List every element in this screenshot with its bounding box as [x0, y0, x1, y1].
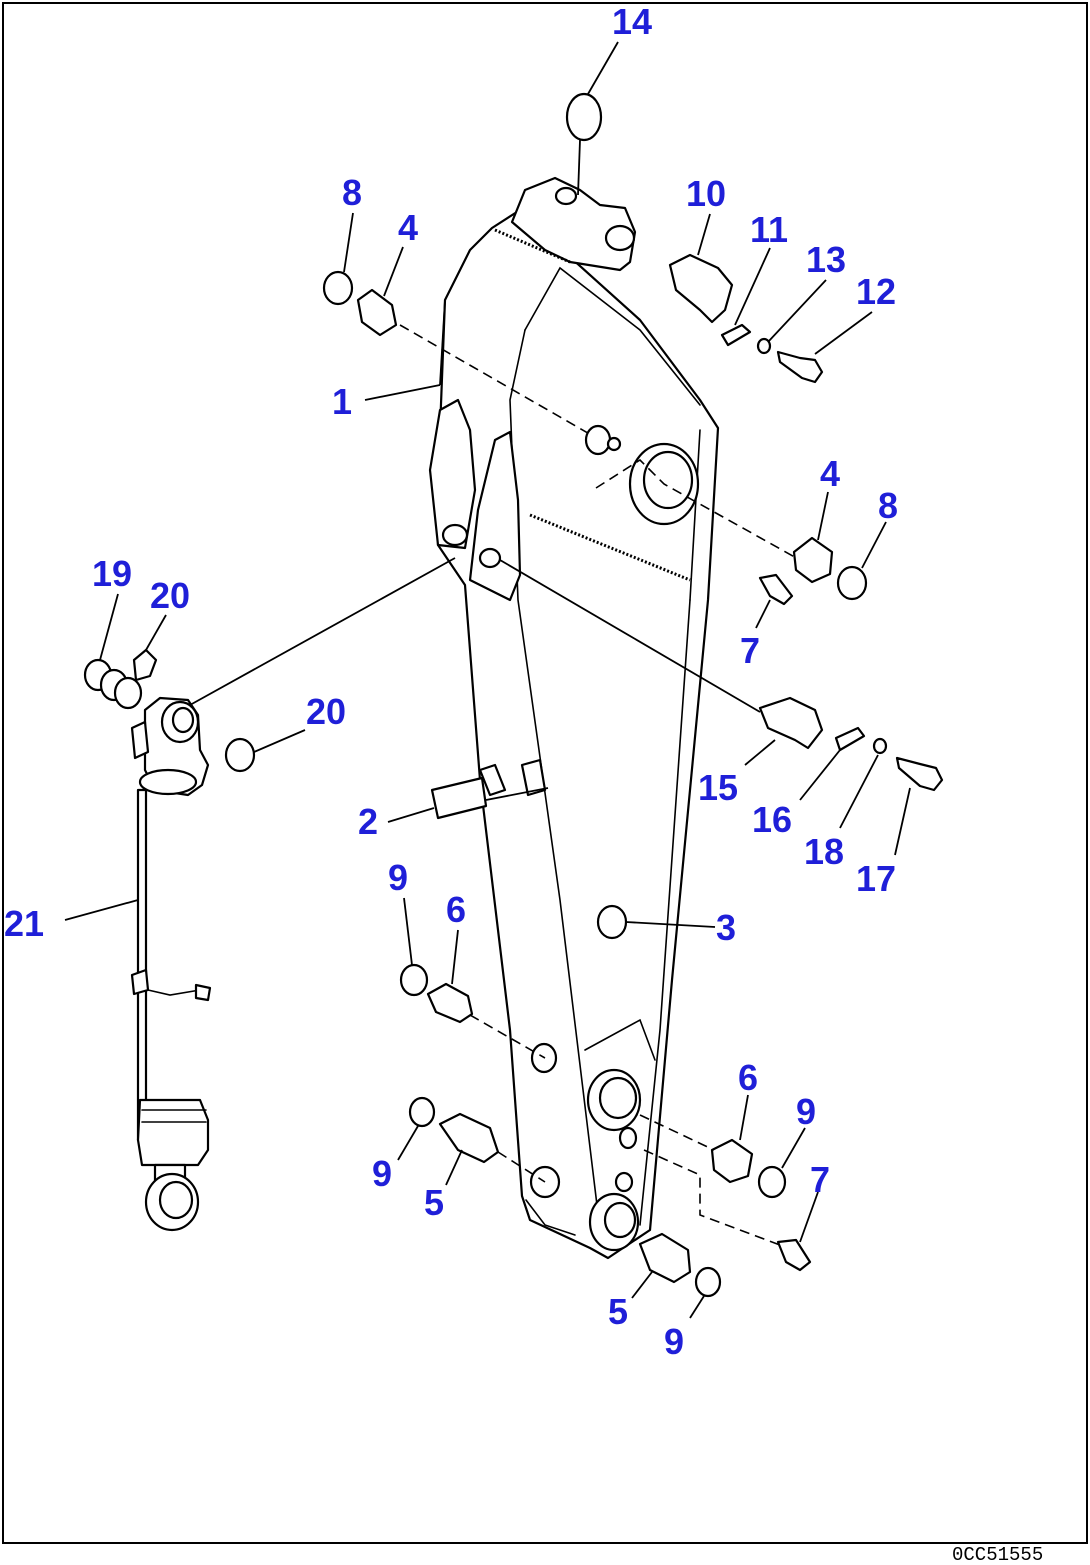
callout-12: 12: [856, 271, 896, 312]
callout-9: 9: [664, 1321, 684, 1362]
callout-9: 9: [372, 1153, 392, 1194]
callout-9: 9: [388, 857, 408, 898]
arm-body: [428, 176, 720, 1260]
callout-17: 17: [856, 858, 896, 899]
callout-8: 8: [878, 485, 898, 526]
bushing-6-left: [426, 982, 474, 1024]
pin-10: [668, 253, 734, 324]
washer-18: [872, 737, 888, 755]
callout-20: 20: [150, 575, 190, 616]
ring-9-bottom-right: [694, 1266, 722, 1298]
drawing-code: 0CC51555: [952, 1544, 1043, 1565]
bushing-6-right: [710, 1138, 754, 1184]
ring-8-top: [322, 270, 354, 306]
callout-14: 14: [612, 1, 652, 42]
pin-15: [758, 696, 824, 750]
callout-5: 5: [424, 1182, 444, 1223]
shim-14: [565, 92, 603, 142]
plate-16: [834, 726, 866, 752]
callout-6: 6: [446, 889, 466, 930]
spacer-2: [430, 776, 488, 820]
leader-lines: [64, 41, 911, 1319]
bushing-4-top: [356, 288, 398, 337]
plate-11: [720, 323, 752, 347]
ring-8-right: [836, 565, 868, 601]
washer-13: [756, 337, 772, 355]
callout-7: 7: [740, 630, 760, 671]
bushing-5-right: [638, 1232, 692, 1284]
callout-7: 7: [810, 1159, 830, 1200]
bolt-12: [776, 350, 824, 384]
callout-16: 16: [752, 799, 792, 840]
callout-13: 13: [806, 239, 846, 280]
ring-9-right: [757, 1165, 787, 1199]
ring-9-bottom-left: [408, 1096, 436, 1128]
callout-4: 4: [398, 207, 418, 248]
ring-9-mid: [399, 963, 429, 997]
callout-1: 1: [332, 381, 352, 422]
callout-9: 9: [796, 1091, 816, 1132]
bushing-4-right: [792, 536, 834, 584]
callout-4: 4: [820, 453, 840, 494]
callout-10: 10: [686, 173, 726, 214]
bolt-17: [895, 756, 944, 792]
callout-2: 2: [358, 801, 378, 842]
bushing-5-left: [438, 1112, 500, 1164]
callout-3: 3: [716, 907, 736, 948]
callout-21: 21: [4, 903, 44, 944]
callout-8: 8: [342, 172, 362, 213]
cylinder-21: [83, 648, 256, 1232]
callout-20: 20: [306, 691, 346, 732]
callout-5: 5: [608, 1291, 628, 1332]
callouts: 14 8 4 10 11 13 12 1 4 8 19 20 7 20 15 1…: [4, 1, 898, 1362]
grease-fitting-7-bottom: [776, 1238, 812, 1272]
callout-11: 11: [750, 209, 788, 250]
callout-18: 18: [804, 831, 844, 872]
callout-19: 19: [92, 553, 132, 594]
callout-6: 6: [738, 1057, 758, 1098]
grease-fitting-7-right: [758, 573, 794, 606]
callout-15: 15: [698, 767, 738, 808]
